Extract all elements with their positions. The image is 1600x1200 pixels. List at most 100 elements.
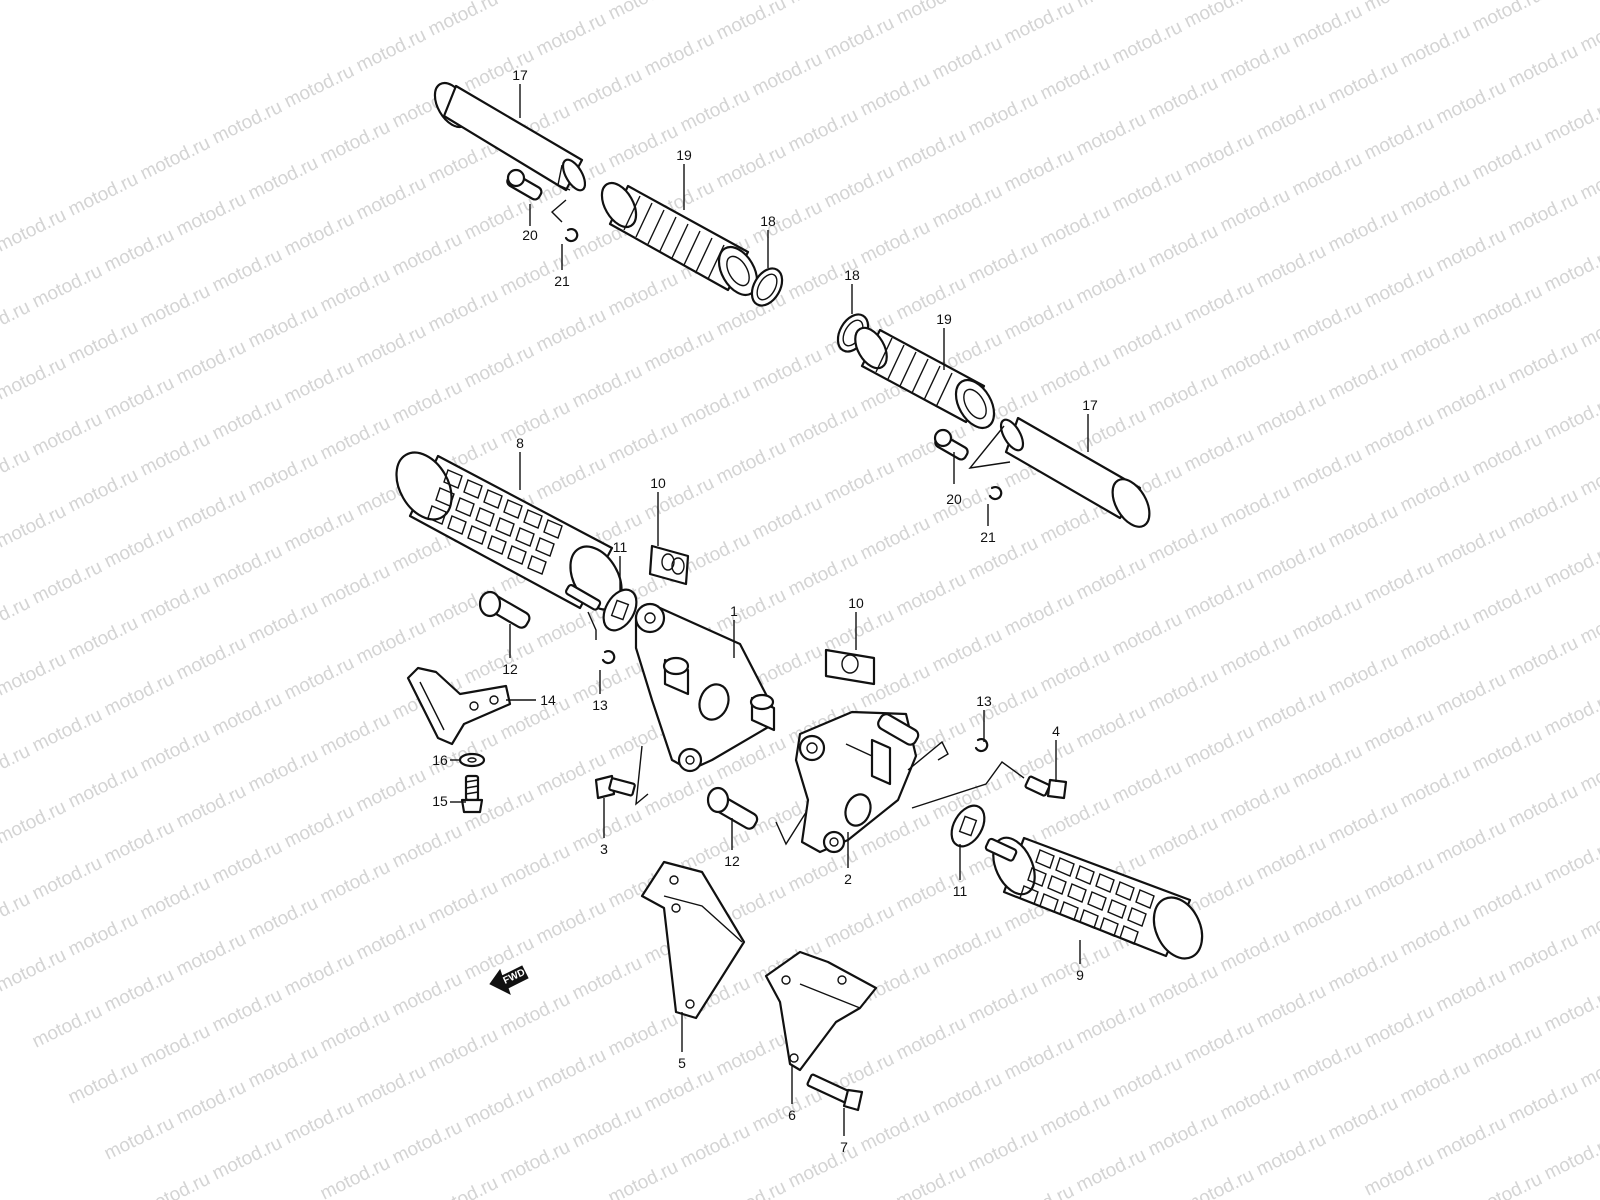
passenger-peg-upper bbox=[433, 81, 587, 192]
watermark-text: motod.ru bbox=[1181, 573, 1258, 625]
watermark-text: motod.ru bbox=[461, 1081, 538, 1133]
callout-18: 18 bbox=[760, 213, 776, 229]
watermark-text: motod.ru bbox=[533, 9, 610, 61]
watermark-text: motod.ru bbox=[713, 141, 790, 193]
callout-21: 21 bbox=[554, 273, 570, 289]
footrest-bracket-5 bbox=[640, 860, 746, 1020]
watermark-text: motod.ru bbox=[1325, 205, 1402, 257]
watermark-text: motod.ru bbox=[929, 477, 1006, 529]
watermark-text: motod.ru bbox=[1469, 281, 1546, 333]
watermark-text: motod.ru bbox=[1001, 0, 1078, 48]
watermark-text: motod.ru bbox=[1253, 537, 1330, 589]
watermark-text: motod.ru bbox=[209, 541, 286, 593]
watermark-text: motod.ru bbox=[137, 577, 214, 629]
watermark-text: motod.ru bbox=[1397, 21, 1474, 73]
watermark-text: motod.ru bbox=[1289, 593, 1366, 645]
bolt-3 bbox=[594, 774, 636, 800]
watermark-text: motod.ru bbox=[1433, 817, 1510, 869]
watermark-text: motod.ru bbox=[893, 1013, 970, 1065]
watermark-text: motod.ru bbox=[281, 505, 358, 557]
clip-front-right bbox=[601, 649, 616, 665]
pin-front-right bbox=[478, 590, 531, 629]
watermark-text: motod.ru bbox=[965, 237, 1042, 289]
watermark-text: motod.ru bbox=[173, 189, 250, 241]
watermark-text: motod.ru bbox=[1253, 93, 1330, 145]
watermark-text: motod.ru bbox=[1469, 133, 1546, 185]
watermark-text: motod.ru bbox=[1253, 833, 1330, 885]
watermark-text: motod.ru bbox=[1433, 1113, 1510, 1165]
watermark-text: motod.ru bbox=[1505, 929, 1582, 981]
watermark-text: motod.ru bbox=[713, 1029, 790, 1081]
watermark-text: motod.ru bbox=[1577, 301, 1600, 353]
watermark-text: motod.ru bbox=[1577, 153, 1600, 205]
watermark-text: motod.ru bbox=[0, 353, 70, 405]
callout-16: 16 bbox=[432, 752, 448, 768]
watermark-text: motod.ru bbox=[893, 1161, 970, 1200]
watermark-text: motod.ru bbox=[641, 769, 718, 821]
watermark-text: motod.ru bbox=[461, 341, 538, 393]
watermark-text: motod.ru bbox=[29, 1001, 106, 1053]
callout-19: 19 bbox=[936, 311, 952, 327]
watermark-text: motod.ru bbox=[245, 597, 322, 649]
watermark-text: motod.ru bbox=[1109, 609, 1186, 661]
watermark-text: motod.ru bbox=[1037, 201, 1114, 253]
watermark-text: motod.ru bbox=[0, 297, 34, 349]
watermark-text: motod.ru bbox=[1361, 557, 1438, 609]
watermark-text: motod.ru bbox=[101, 373, 178, 425]
watermark-text: motod.ru bbox=[461, 637, 538, 689]
watermark-text: motod.ru bbox=[353, 1061, 430, 1113]
watermark-text: motod.ru bbox=[857, 69, 934, 121]
callout-8: 8 bbox=[516, 435, 524, 451]
watermark-text: motod.ru bbox=[1397, 613, 1474, 665]
watermark-text: motod.ru bbox=[209, 245, 286, 297]
callout-12: 12 bbox=[502, 661, 518, 677]
heel-guard-bracket bbox=[406, 666, 512, 746]
watermark-text: motod.ru bbox=[1253, 981, 1330, 1033]
watermark-text: motod.ru bbox=[1469, 0, 1546, 36]
watermark-text: motod.ru bbox=[137, 429, 214, 481]
watermark-text: motod.ru bbox=[137, 873, 214, 925]
watermark-text: motod.ru bbox=[29, 853, 106, 905]
washer-front-right bbox=[602, 588, 638, 632]
watermark-text: motod.ru bbox=[245, 1041, 322, 1093]
watermark-text: motod.ru bbox=[641, 325, 718, 377]
watermark-text: motod.ru bbox=[1433, 373, 1510, 425]
callout-7: 7 bbox=[840, 1139, 848, 1155]
watermark-text: motod.ru bbox=[1505, 485, 1582, 537]
watermark-text: motod.ru bbox=[785, 105, 862, 157]
watermark-text: motod.ru bbox=[1217, 925, 1294, 977]
watermark-text: motod.ru bbox=[389, 1117, 466, 1169]
watermark-text: motod.ru bbox=[1073, 0, 1150, 12]
watermark-text: motod.ru bbox=[425, 285, 502, 337]
callout-1: 1 bbox=[730, 603, 738, 619]
watermark-text: motod.ru bbox=[1217, 777, 1294, 829]
watermark-text: motod.ru bbox=[1469, 725, 1546, 777]
watermark-text: motod.ru bbox=[173, 337, 250, 389]
watermark-text: motod.ru bbox=[1001, 589, 1078, 641]
watermark-text: motod.ru bbox=[353, 617, 430, 669]
callout-11: 11 bbox=[953, 883, 968, 899]
watermark-text: motod.ru bbox=[137, 725, 214, 777]
watermark-text: motod.ru bbox=[569, 1101, 646, 1153]
watermark-text: motod.ru bbox=[1145, 369, 1222, 421]
watermark-text: motod.ru bbox=[1181, 277, 1258, 329]
watermark-text: motod.ru bbox=[929, 921, 1006, 973]
watermark-text: motod.ru bbox=[569, 953, 646, 1005]
watermark-text: motod.ru bbox=[1541, 97, 1600, 149]
watermark-text: motod.ru bbox=[1325, 1093, 1402, 1145]
watermark-text: motod.ru bbox=[1397, 909, 1474, 961]
watermark-text: motod.ru bbox=[821, 457, 898, 509]
watermark-text: motod.ru bbox=[353, 173, 430, 225]
watermark-text: motod.ru bbox=[1361, 1001, 1438, 1053]
watermark-text: motod.ru bbox=[677, 381, 754, 433]
watermark-text: motod.ru bbox=[641, 1065, 718, 1117]
watermark-text: motod.ru bbox=[173, 633, 250, 685]
watermark-text: motod.ru bbox=[137, 281, 214, 333]
watermark-text: motod.ru bbox=[605, 417, 682, 469]
watermark-text: motod.ru bbox=[1433, 225, 1510, 277]
leader-line bbox=[550, 199, 567, 223]
watermark-text: motod.ru bbox=[497, 0, 574, 4]
watermark-text: motod.ru bbox=[1109, 757, 1186, 809]
watermark-text: motod.ru bbox=[929, 33, 1006, 85]
watermark-text: motod.ru bbox=[389, 377, 466, 429]
